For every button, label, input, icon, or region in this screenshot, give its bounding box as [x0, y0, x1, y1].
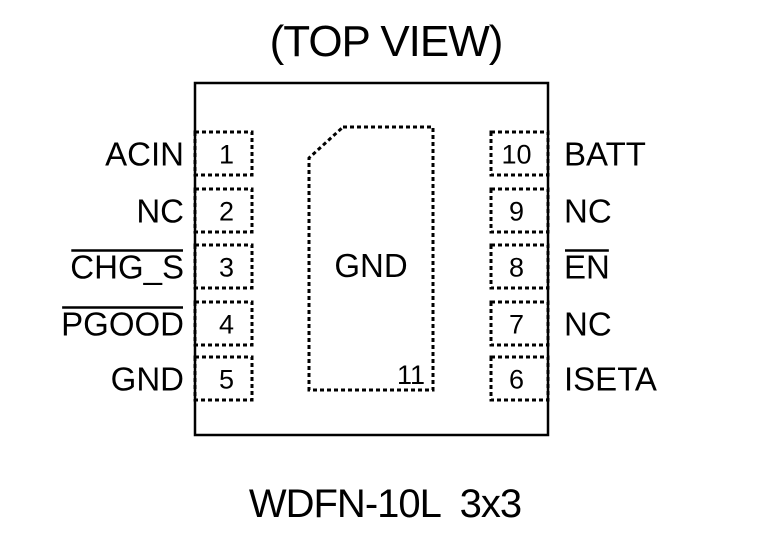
package-label: WDFN-10L 3x3 — [249, 482, 521, 526]
pin-10-pad — [489, 130, 550, 177]
exposed-pad-label: GND — [334, 247, 407, 284]
pin-5-pad — [193, 355, 254, 402]
pin-3: 3 CHG_S — [70, 243, 254, 290]
pin-7-number: 7 — [509, 310, 524, 340]
pin-2: 2 NC — [136, 187, 254, 234]
pin-6-pad — [489, 355, 550, 402]
pin-label-iseta: ISETA — [564, 361, 657, 398]
pin-7-pad — [489, 300, 550, 347]
pin-1-number: 1 — [219, 140, 234, 170]
pin-8: 8 EN — [489, 243, 610, 290]
pin-9: 9 NC — [489, 187, 612, 234]
pin-10-number: 10 — [501, 140, 531, 170]
pin-4: 4 PGOOD — [61, 300, 254, 347]
pin-label-chg-s: CHG_S — [70, 249, 184, 286]
left-pin-column: 1 ACIN 2 NC 3 CHG_S 4 PGOOD 5 GND — [61, 130, 254, 402]
pin-label-batt: BATT — [564, 136, 646, 173]
pin-label-nc: NC — [564, 193, 612, 230]
pin-1-pad — [193, 130, 254, 177]
pin-3-pad — [193, 243, 254, 290]
view-title: (TOP VIEW) — [270, 17, 503, 66]
pin-5-number: 5 — [219, 365, 234, 395]
pin-label-en: EN — [564, 249, 610, 286]
pin-6: 6 ISETA — [489, 355, 657, 402]
pin-8-number: 8 — [509, 253, 524, 283]
exposed-pad-number: 11 — [397, 360, 425, 390]
pin-3-number: 3 — [219, 253, 234, 283]
pin-6-number: 6 — [509, 365, 524, 395]
pin-10: 10 BATT — [489, 130, 646, 177]
pin-9-number: 9 — [509, 197, 524, 227]
pin-label-pgood: PGOOD — [61, 306, 184, 343]
pin-4-number: 4 — [219, 310, 234, 340]
exposed-pad-outline — [307, 125, 435, 392]
pin-label-acin: ACIN — [105, 136, 184, 173]
pin-label-gnd: GND — [111, 361, 184, 398]
pin-label-nc: NC — [136, 193, 184, 230]
pin-label-nc: NC — [564, 306, 612, 343]
pin-4-pad — [193, 300, 254, 347]
pin-2-pad — [193, 187, 254, 234]
pin-9-pad — [489, 187, 550, 234]
pin-1: 1 ACIN — [105, 130, 254, 177]
pin-5: 5 GND — [111, 355, 254, 402]
pin-8-pad — [489, 243, 550, 290]
pin-2-number: 2 — [219, 197, 234, 227]
pin-7: 7 NC — [489, 300, 612, 347]
